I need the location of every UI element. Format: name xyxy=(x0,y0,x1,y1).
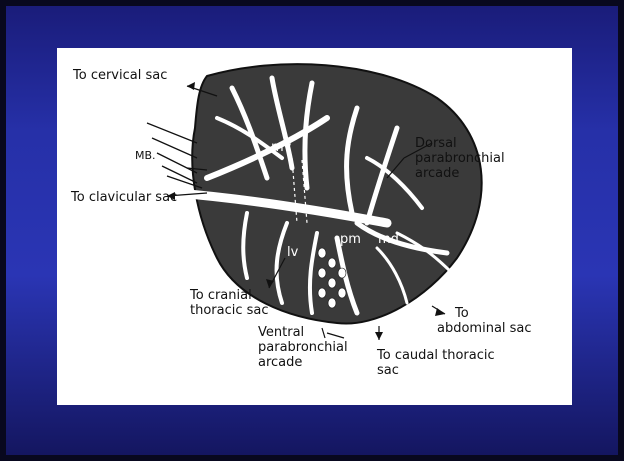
label-dorsal-line1: Dorsal xyxy=(415,136,457,151)
slide-background: To cervical sac Dorsal parabronchial arc… xyxy=(6,6,618,455)
label-to-caudal-line1: To caudal thoracic xyxy=(377,348,495,363)
label-lv: lv xyxy=(287,245,298,260)
label-to-clavicular-sac: To clavicular sac xyxy=(71,190,177,205)
label-to-cranial-line1: To cranial xyxy=(190,288,252,303)
label-mb: MB. xyxy=(135,148,156,163)
label-ventral-line3: arcade xyxy=(258,355,302,370)
label-pm: pm xyxy=(340,232,361,247)
label-to-cervical-sac: To cervical sac xyxy=(73,68,167,83)
label-dorsal-line2: parabronchial xyxy=(415,151,505,166)
label-ventral-line1: Ventral xyxy=(258,325,304,340)
label-mv: mv xyxy=(271,140,291,155)
label-to-cranial-line2: thoracic sac xyxy=(190,303,269,318)
lung-body xyxy=(192,64,481,323)
label-ventral-line2: parabronchial xyxy=(258,340,348,355)
label-dorsal-line3: arcade xyxy=(415,166,459,181)
label-to-abdominal-line2: abdominal sac xyxy=(437,321,532,336)
label-to-abdominal-line1: To xyxy=(455,306,469,321)
label-md: md xyxy=(378,232,399,247)
label-to-caudal-line2: sac xyxy=(377,363,399,378)
figure-panel: To cervical sac Dorsal parabronchial arc… xyxy=(57,48,572,405)
